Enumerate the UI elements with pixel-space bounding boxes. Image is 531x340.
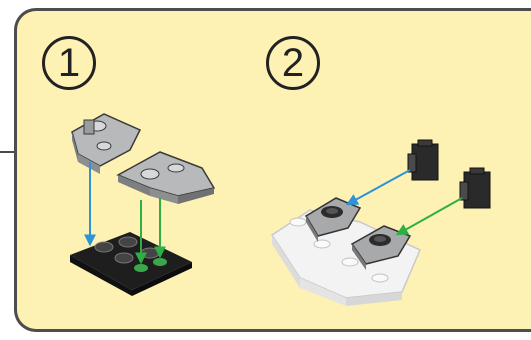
step2-dark-clip-lower: [460, 168, 490, 208]
step2-dark-clip-upper: [408, 140, 438, 180]
step1-gray-angle-plate-right: [118, 152, 214, 204]
step1-dark-base-plate: [70, 232, 192, 296]
step1-gray-angle-plate-left: [72, 114, 140, 174]
step2-blue-arrow: [348, 170, 410, 204]
step2-green-arrow: [398, 198, 462, 234]
